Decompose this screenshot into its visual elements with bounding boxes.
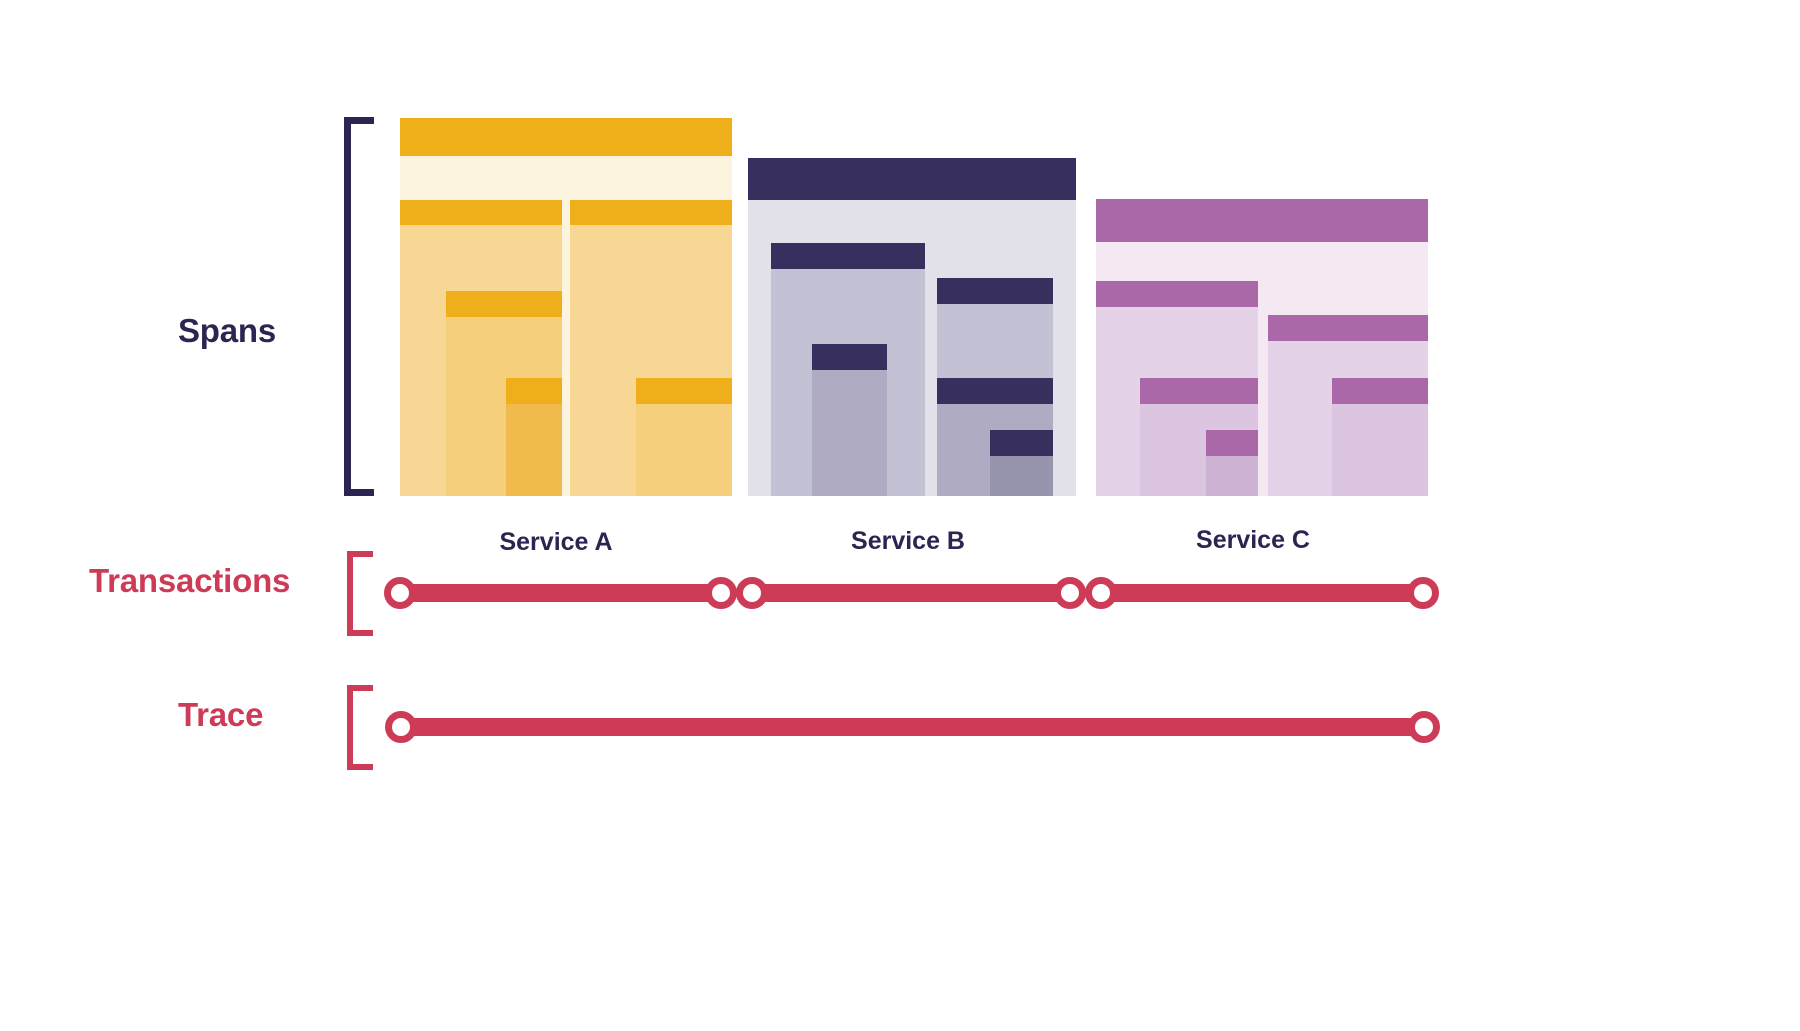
- row-label-trace: Trace: [178, 696, 264, 733]
- transaction-b-end-dot[interactable]: [1054, 577, 1086, 609]
- service-caption-a: Service A: [499, 528, 613, 556]
- span-cap-grand-span-b3: [990, 430, 1053, 456]
- spans-bracket: [344, 117, 374, 496]
- span-cap-child-span-a1: [400, 200, 562, 225]
- span-cap-grand-span-c1: [1140, 378, 1258, 404]
- span-cap-child-span-c2: [1268, 315, 1428, 341]
- span-cap-root-span-b: [748, 158, 1076, 200]
- transaction-a-start-dot[interactable]: [384, 577, 416, 609]
- transaction-b-bar[interactable]: [752, 584, 1070, 602]
- transaction-a-bar[interactable]: [400, 584, 721, 602]
- span-cap-grand-span-a2: [506, 378, 562, 404]
- transaction-a-end-dot[interactable]: [705, 577, 737, 609]
- trace-bar[interactable]: [401, 718, 1424, 736]
- transactions-bracket: [347, 551, 373, 636]
- span-cap-root-span-a: [400, 118, 732, 156]
- span-cap-root-span-c: [1096, 199, 1428, 242]
- trace-start-dot[interactable]: [385, 711, 417, 743]
- span-cap-grand-span-a3: [636, 378, 732, 404]
- transaction-b-start-dot[interactable]: [736, 577, 768, 609]
- service-caption-c: Service C: [1196, 526, 1310, 554]
- span-cap-grand-span-c2: [1206, 430, 1258, 456]
- transaction-c-bar[interactable]: [1101, 584, 1423, 602]
- trace-bracket: [347, 685, 373, 770]
- span-cap-child-span-b1: [771, 243, 925, 269]
- trace-end-dot[interactable]: [1408, 711, 1440, 743]
- transaction-c-start-dot[interactable]: [1085, 577, 1117, 609]
- span-cap-grand-span-b2: [937, 378, 1053, 404]
- span-cap-grand-span-b1: [812, 344, 887, 370]
- span-cap-child-span-a2: [570, 200, 732, 225]
- row-label-transactions: Transactions: [89, 562, 291, 599]
- span-cap-child-span-c1: [1096, 281, 1258, 307]
- transaction-c-end-dot[interactable]: [1407, 577, 1439, 609]
- span-cap-child-span-b2: [937, 278, 1053, 304]
- span-cap-grand-span-c3: [1332, 378, 1428, 404]
- span-cap-grand-span-a1: [446, 291, 562, 317]
- row-label-spans: Spans: [178, 312, 277, 349]
- service-caption-b: Service B: [851, 527, 965, 555]
